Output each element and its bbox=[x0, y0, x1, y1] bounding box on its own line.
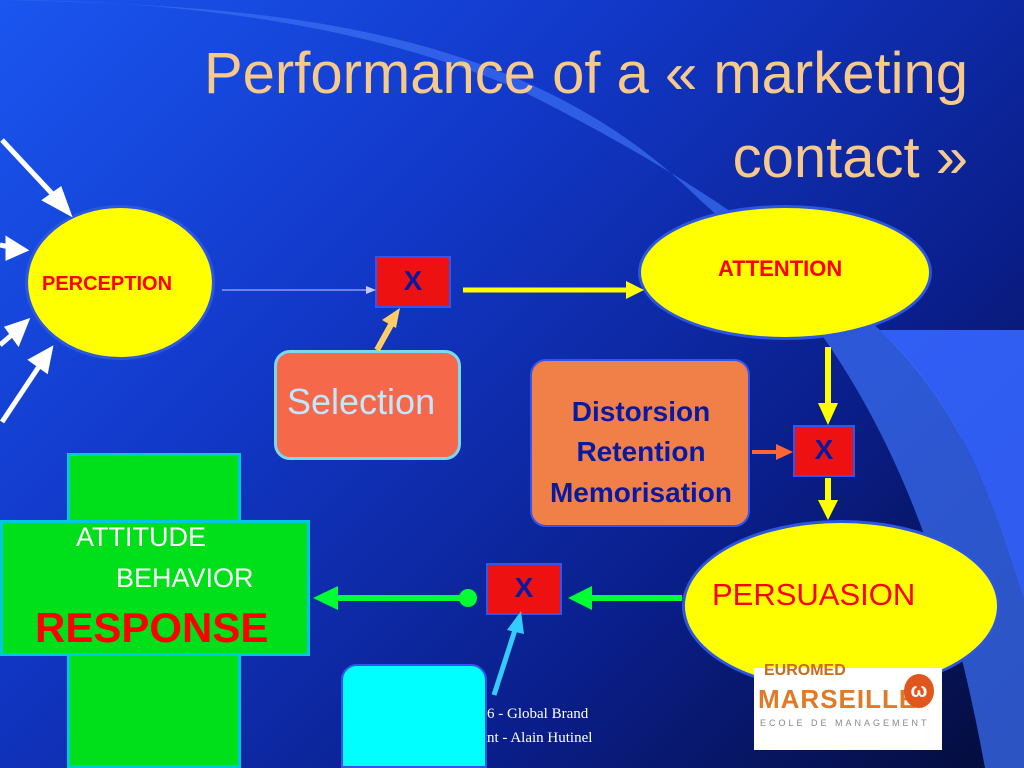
selection-box: Selection bbox=[274, 350, 461, 460]
multiply-box-distorsion: X bbox=[793, 425, 855, 477]
selection-to-x-arrow bbox=[374, 308, 400, 352]
attention-label: ATTENTION bbox=[718, 256, 843, 281]
perception-ellipse bbox=[25, 205, 215, 360]
retention-label: Retention bbox=[576, 436, 706, 467]
distorsion-box: Distorsion Retention Memorisation bbox=[530, 359, 750, 527]
footer-text-line-2: nt - Alain Hutinel bbox=[487, 730, 593, 746]
memorisation-label: Memorisation bbox=[549, 477, 733, 508]
logo-subtitle: ECOLE DE MANAGEMENT bbox=[760, 718, 930, 728]
multiply-box-response: X bbox=[486, 563, 562, 615]
footer-text-line-1: 6 - Global Brand bbox=[487, 706, 589, 722]
distorsion-label: Distorsion bbox=[571, 396, 711, 427]
attitude-label: ATTITUDE bbox=[76, 522, 206, 552]
cyan-box-to-x-arrow bbox=[491, 611, 524, 696]
white-arrow-1-head bbox=[41, 186, 73, 218]
logo-top-text: EUROMED bbox=[764, 662, 846, 679]
slide-title-line-2: contact » bbox=[732, 125, 968, 190]
white-arrow-2-head bbox=[5, 235, 30, 261]
slide-title-line-1: Performance of a « marketing bbox=[203, 41, 968, 106]
response-label: RESPONSE bbox=[35, 604, 269, 651]
white-input-arrows bbox=[0, 138, 73, 424]
white-arrow-1 bbox=[0, 138, 60, 202]
logo-emblem-icon: ω bbox=[904, 674, 934, 708]
x-to-response-arrow bbox=[313, 586, 477, 610]
behavior-label: BEHAVIOR bbox=[116, 563, 254, 593]
attention-to-x-arrow bbox=[818, 347, 838, 425]
perception-label: PERCEPTION bbox=[42, 273, 173, 295]
response-cross-center bbox=[70, 523, 238, 653]
white-arrow-4 bbox=[0, 360, 45, 424]
empty-cyan-box bbox=[341, 664, 487, 768]
white-arrow-3-head bbox=[3, 317, 31, 348]
selection-label: Selection bbox=[287, 381, 436, 422]
distorsion-to-x-arrow bbox=[752, 444, 793, 460]
persuasion-ellipse bbox=[682, 520, 1000, 692]
euromed-marseille-logo: EUROMED MARSEILLE ω ECOLE DE MANAGEMENT bbox=[754, 662, 942, 750]
x-to-persuasion-arrow bbox=[818, 478, 838, 520]
perception-to-x-line bbox=[222, 286, 376, 294]
multiply-box-selection: X bbox=[375, 256, 451, 308]
x-to-attention-arrow bbox=[463, 281, 644, 299]
persuasion-to-x-arrow bbox=[568, 586, 682, 610]
logo-name: MARSEILLE bbox=[758, 684, 918, 714]
persuasion-label: PERSUASION bbox=[712, 577, 916, 612]
white-arrow-4-head bbox=[27, 345, 54, 375]
attention-ellipse bbox=[638, 205, 932, 340]
